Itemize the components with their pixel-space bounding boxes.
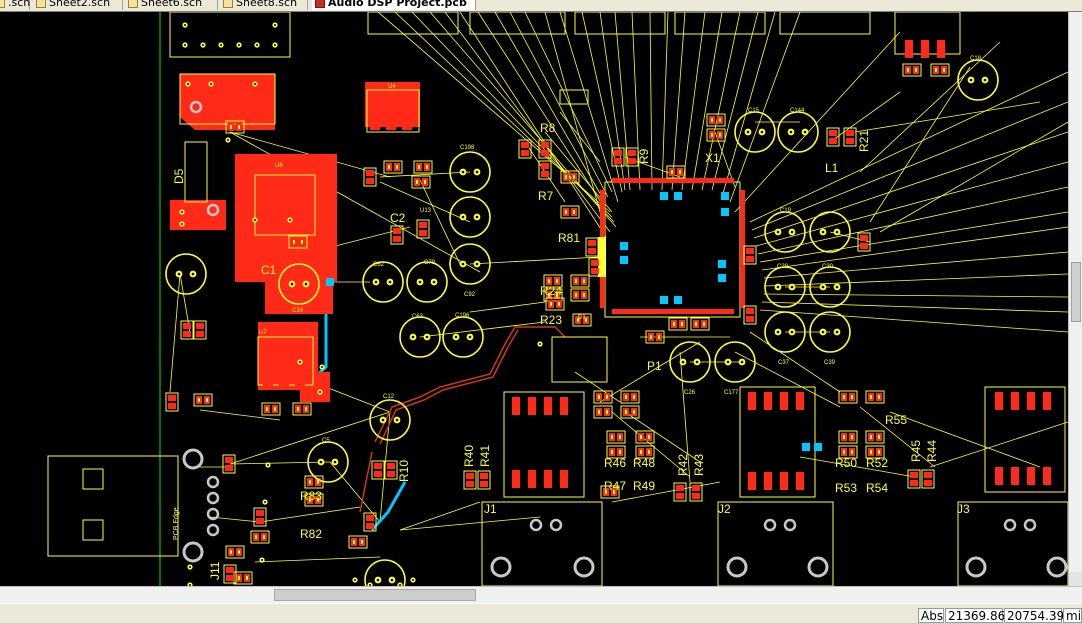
label-r45: R45 (909, 440, 923, 462)
label-u6: U6 (275, 163, 283, 169)
schematic-doc-icon (36, 0, 46, 8)
label-c29: C29 (777, 264, 789, 270)
label-c12: C12 (383, 394, 395, 400)
label-u7: U7 (259, 330, 267, 336)
label-l1: L1 (825, 161, 839, 175)
label-c2: C2 (390, 211, 406, 225)
label-r41: R41 (478, 445, 492, 467)
copper-pours (170, 74, 420, 402)
label-c62: C62 (373, 262, 385, 268)
schematic-doc-icon (223, 0, 233, 8)
designators: D5 C1 U6 U4 C14 U7 C2 U13 C198 C62 C79 C… (172, 56, 982, 580)
label-c92: C92 (464, 292, 476, 298)
horizontal-scrollbar[interactable] (0, 586, 1082, 603)
vertical-scroll-thumb[interactable] (1071, 262, 1081, 322)
qfp-marker (598, 237, 606, 277)
label-j1: J1 (484, 502, 497, 516)
label-c14: C14 (292, 308, 304, 314)
label-r42: R42 (676, 454, 690, 476)
label-j3: J3 (957, 502, 970, 516)
label-c39: C39 (824, 360, 836, 366)
label-r44: R44 (925, 440, 939, 462)
coordinate-mode: Abs (918, 608, 944, 623)
label-r81: R81 (558, 231, 580, 245)
tab-sheet8[interactable]: Sheet8.sch (220, 0, 308, 10)
label-c19: C19 (780, 208, 792, 214)
label-r10: R10 (397, 460, 411, 482)
label-r21: R21 (857, 130, 871, 152)
label-c79: C79 (424, 260, 436, 266)
label-r49: R49 (633, 479, 655, 493)
label-r55: R55 (885, 413, 907, 427)
label-r82: R82 (300, 527, 322, 541)
schematic-doc-icon (0, 0, 5, 8)
label-c63: C63 (412, 314, 424, 320)
label-p1: P1 (647, 359, 662, 373)
label-r47: R47 (604, 479, 626, 493)
soic-pads (263, 40, 1051, 490)
label-u13: U13 (420, 208, 432, 214)
label-d5: D5 (172, 168, 186, 184)
connectors (182, 100, 1068, 578)
label-c177: C177 (724, 390, 739, 396)
label-d1: D1 (578, 315, 586, 321)
via-traces (317, 302, 407, 531)
label-c198: C198 (460, 145, 475, 151)
label-j11: J11 (208, 561, 222, 580)
schematic-doc-icon (128, 0, 138, 8)
label-c30: C30 (822, 264, 834, 270)
label-r9: R9 (637, 148, 651, 164)
pcb-canvas[interactable]: D5 C1 U6 U4 C14 U7 C2 U13 C198 C62 C79 C… (0, 12, 1068, 586)
label-c1: C1 (261, 263, 277, 277)
label-c196: C196 (455, 313, 470, 319)
label-r50: R50 (835, 456, 857, 470)
label-r83: R83 (300, 489, 322, 503)
unit-label: mil (1063, 608, 1082, 623)
label-c15: C15 (748, 108, 760, 114)
label-r40: R40 (462, 445, 476, 467)
label-pcb-edge: PCB Edge (173, 507, 180, 540)
label-u4: U4 (388, 84, 396, 90)
label-c144: C144 (790, 108, 805, 114)
label-c5: C5 (322, 438, 330, 444)
y-coordinate: 20754.39 (1004, 608, 1064, 623)
tab-pcb-project[interactable]: Audio DSP Project.pcb (312, 0, 476, 10)
label-c18: C18 (970, 56, 982, 62)
tab-sheet6[interactable]: Sheet6.sch (125, 0, 218, 10)
label-r8: R8 (540, 121, 556, 135)
pcb-doc-icon (315, 0, 325, 8)
horizontal-scroll-thumb[interactable] (274, 589, 476, 601)
label-r7: R7 (538, 189, 554, 203)
label-r24: R24 (540, 284, 562, 298)
label-r53: R53 (835, 481, 857, 495)
pcb-drawing: D5 C1 U6 U4 C14 U7 C2 U13 C198 C62 C79 C… (47, 12, 1068, 586)
vertical-scrollbar[interactable] (1068, 12, 1082, 586)
label-c37: C37 (778, 360, 790, 366)
status-bar: Abs 21369.86 20754.39 mil (0, 603, 1082, 623)
label-r46: R46 (604, 456, 626, 470)
label-r48: R48 (633, 456, 655, 470)
label-r43: R43 (692, 454, 706, 476)
label-r23: R23 (540, 313, 562, 327)
x-coordinate: 21369.86 (945, 608, 1005, 623)
label-j2: J2 (718, 502, 731, 516)
label-x1: X1 (705, 151, 720, 165)
tab-sheet2[interactable]: Sheet2.sch (33, 0, 123, 10)
label-r52: R52 (866, 456, 888, 470)
tab-sch[interactable]: .sch (0, 0, 30, 10)
scroll-down-arrow[interactable] (1069, 572, 1082, 586)
label-r54: R54 (866, 481, 888, 495)
label-c26: C26 (684, 390, 696, 396)
document-tab-bar: .sch Sheet2.sch Sheet6.sch Sheet8.sch Au… (0, 0, 1082, 12)
